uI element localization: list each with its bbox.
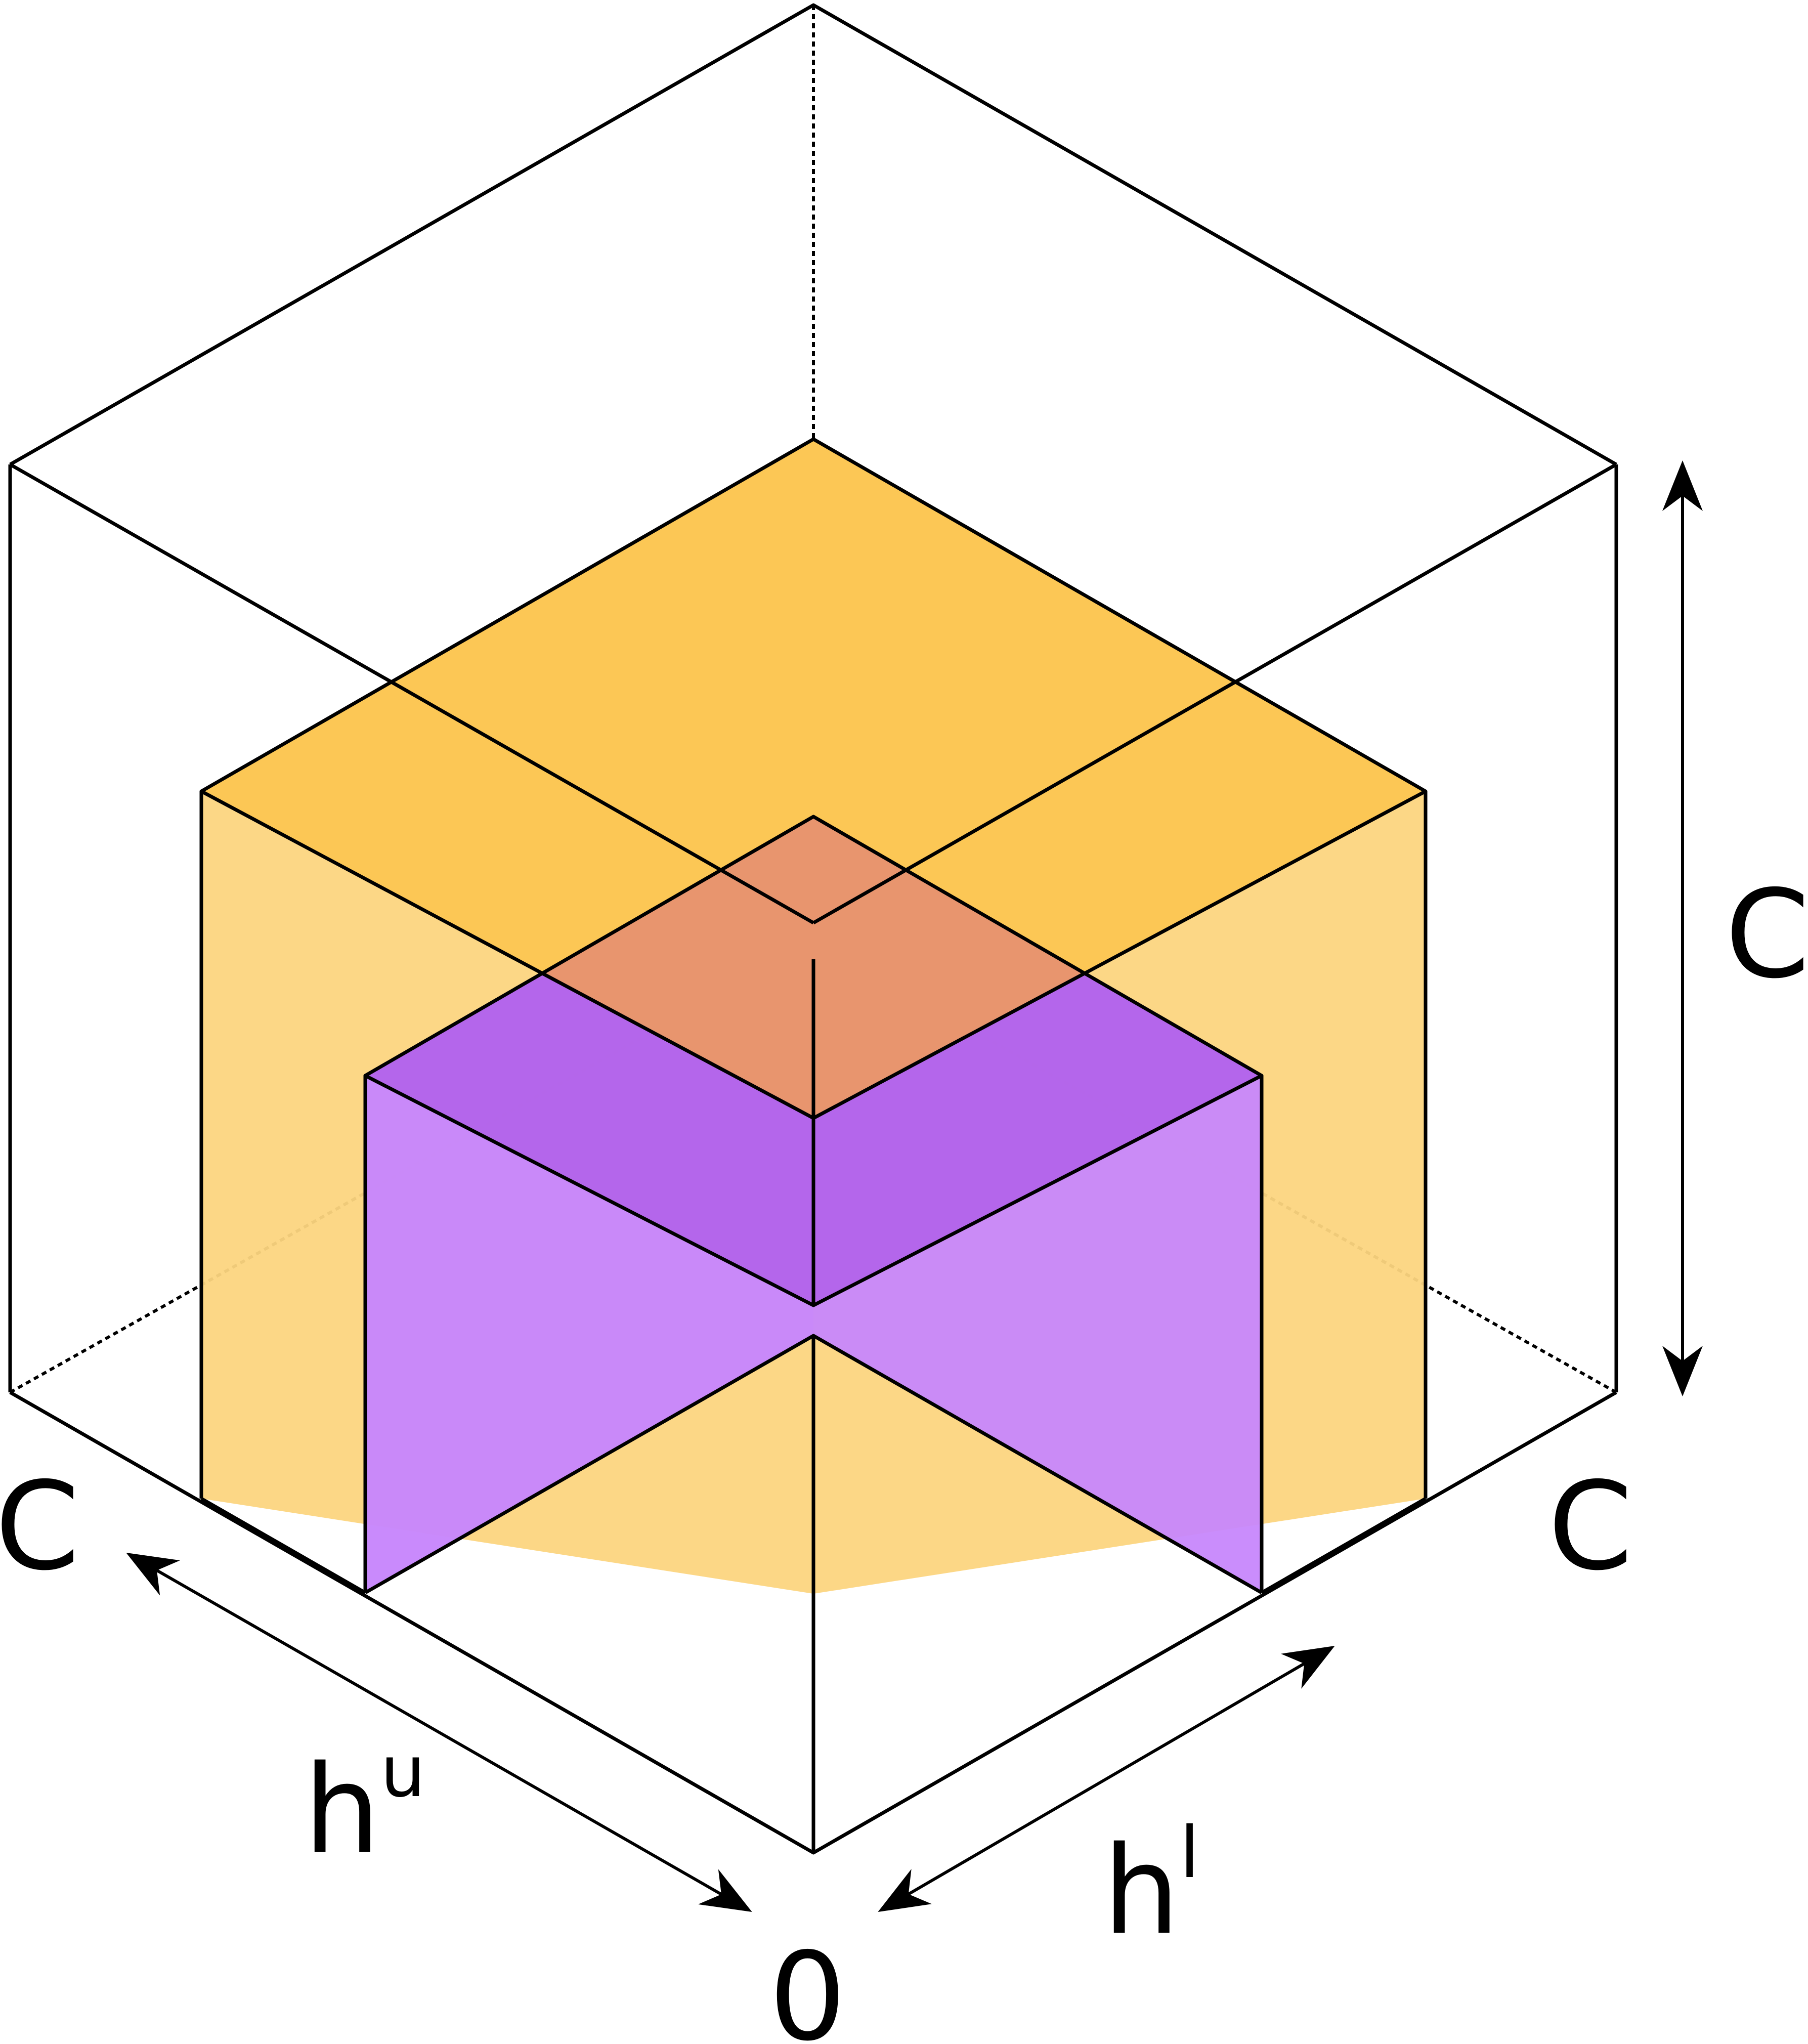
h-lower-sup: l xyxy=(1180,1812,1199,1894)
purple-front-wall-left xyxy=(365,1076,813,1593)
cube-top-left-edge xyxy=(9,3,1617,466)
orange-bottom-right xyxy=(1261,1497,1427,1595)
capacity-vertical-label: C xyxy=(1725,864,1808,1005)
cube-top-diag-right xyxy=(812,462,1617,925)
dimension-arrows xyxy=(126,460,1703,1912)
h-lower-arrow xyxy=(878,1645,1335,1912)
origin-label: 0 xyxy=(769,1926,846,2044)
purple-right-wall xyxy=(813,1076,1262,1593)
labels: C C C 0 hu hl xyxy=(0,864,1808,2044)
purple-bottom-edges xyxy=(364,1334,1263,1595)
h-upper-sup: u xyxy=(380,1731,425,1813)
h-upper-arrow xyxy=(126,1553,752,1912)
solid-edges xyxy=(8,3,1618,1855)
capacity-left-label: C xyxy=(0,1456,80,1597)
h-lower-label: hl xyxy=(1103,1812,1199,1962)
cube-top-diag-left xyxy=(9,462,814,925)
capacity-right-label: C xyxy=(1548,1456,1633,1597)
h-upper-base: h xyxy=(304,1739,380,1881)
h-upper-label: hu xyxy=(304,1731,425,1881)
h-lower-base: h xyxy=(1103,1820,1180,1962)
orange-top-sheet xyxy=(201,439,1426,1118)
